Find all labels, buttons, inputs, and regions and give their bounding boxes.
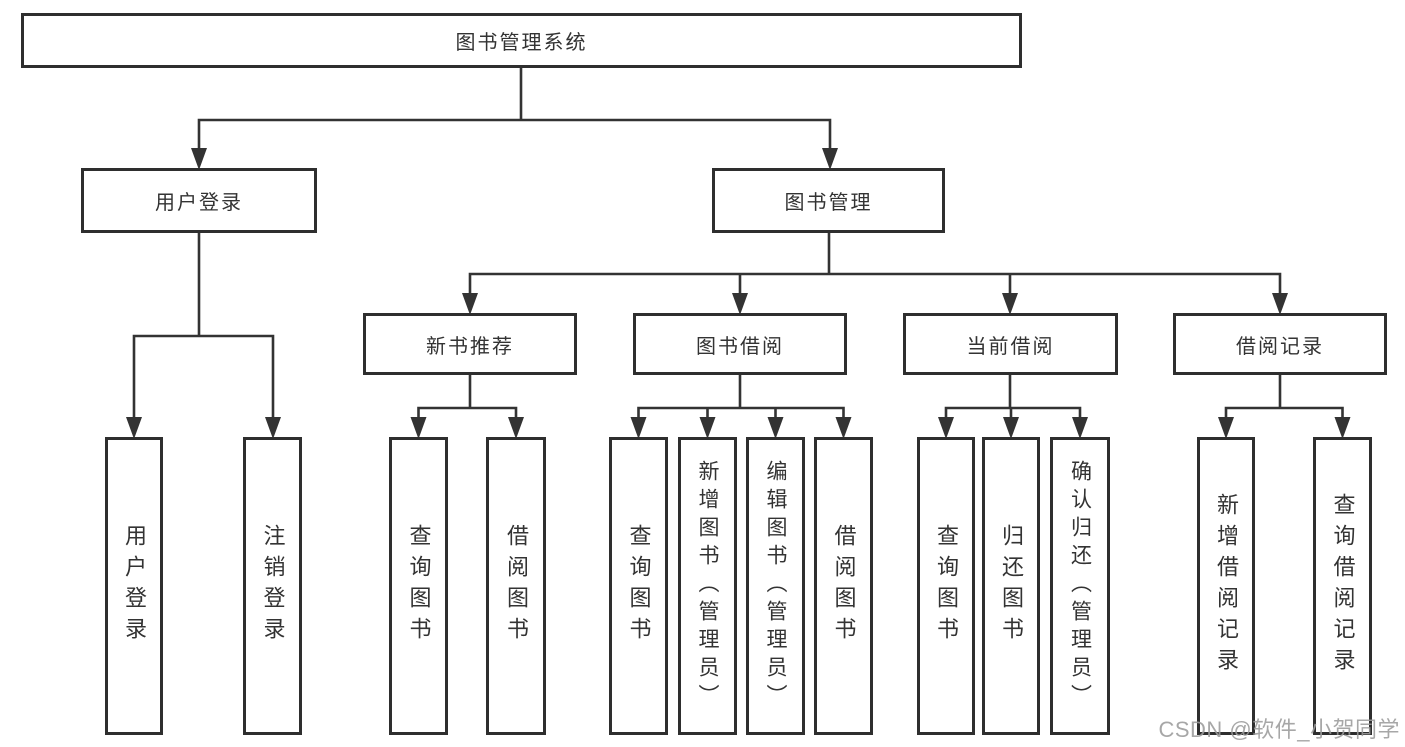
leaf-add-books-admin-label: 新增图书（管理员） xyxy=(696,460,719,712)
node-root: 图书管理系统 xyxy=(21,13,1022,68)
leaf-query-books-current: 查询图书 xyxy=(917,437,975,735)
leaf-borrow-books: 借阅图书 xyxy=(814,437,873,735)
node-user-login: 用户登录 xyxy=(81,168,317,233)
leaf-user-login: 用户登录 xyxy=(105,437,163,735)
leaf-add-borrow-record-label: 新增借阅记录 xyxy=(1214,493,1239,679)
leaf-query-books-borrow-label: 查询图书 xyxy=(626,524,652,648)
csdn-watermark: CSDN @软件_小贺同学 xyxy=(1158,717,1400,742)
leaf-query-books-current-label: 查询图书 xyxy=(934,524,959,648)
leaf-borrow-books-recommend: 借阅图书 xyxy=(486,437,546,735)
leaf-query-borrow-record-label: 查询借阅记录 xyxy=(1330,493,1356,679)
leaf-user-login-label: 用户登录 xyxy=(122,524,147,648)
leaf-add-books-admin: 新增图书（管理员） xyxy=(678,437,737,735)
node-book-management: 图书管理 xyxy=(712,168,945,233)
node-book-borrow-label: 图书借阅 xyxy=(696,335,784,358)
leaf-confirm-return-admin-label: 确认归还（管理员） xyxy=(1068,460,1092,712)
leaf-query-books-borrow: 查询图书 xyxy=(609,437,668,735)
leaf-logout: 注销登录 xyxy=(243,437,302,735)
leaf-edit-books-admin: 编辑图书（管理员） xyxy=(746,437,805,735)
node-book-borrow: 图书借阅 xyxy=(633,313,847,375)
leaf-query-books-recommend: 查询图书 xyxy=(389,437,448,735)
node-new-book-recommend: 新书推荐 xyxy=(363,313,577,375)
node-borrow-records: 借阅记录 xyxy=(1173,313,1387,375)
node-user-login-label: 用户登录 xyxy=(155,192,243,214)
node-current-borrow-label: 当前借阅 xyxy=(966,335,1055,358)
node-book-management-label: 图书管理 xyxy=(784,192,873,214)
node-root-label: 图书管理系统 xyxy=(455,32,588,54)
leaf-add-borrow-record: 新增借阅记录 xyxy=(1197,437,1255,735)
leaf-query-books-recommend-label: 查询图书 xyxy=(406,524,432,648)
connector-strokes xyxy=(132,66,1344,423)
leaf-borrow-books-recommend-label: 借阅图书 xyxy=(504,524,529,648)
leaf-confirm-return-admin: 确认归还（管理员） xyxy=(1050,437,1110,735)
node-new-book-recommend-label: 新书推荐 xyxy=(426,335,514,358)
node-current-borrow: 当前借阅 xyxy=(903,313,1118,375)
leaf-return-books-label: 归还图书 xyxy=(999,524,1024,648)
node-borrow-records-label: 借阅记录 xyxy=(1236,335,1324,358)
leaf-borrow-books-label: 借阅图书 xyxy=(831,524,857,648)
arrowheads xyxy=(126,148,1351,439)
leaf-return-books: 归还图书 xyxy=(982,437,1040,735)
leaf-edit-books-admin-label: 编辑图书（管理员） xyxy=(764,460,787,712)
leaf-logout-label: 注销登录 xyxy=(260,524,286,648)
leaf-query-borrow-record: 查询借阅记录 xyxy=(1313,437,1372,735)
